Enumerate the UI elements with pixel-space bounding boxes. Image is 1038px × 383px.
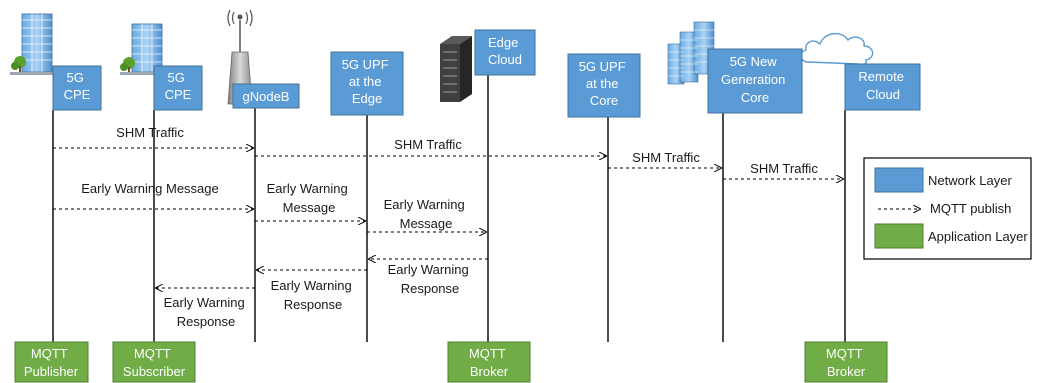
lifelines xyxy=(52,75,846,342)
message-label: Early Warning Message xyxy=(384,197,469,231)
application-nodes: MQTT Publisher MQTT Subscriber MQTT Brok… xyxy=(14,341,888,383)
network-node-box xyxy=(474,29,536,76)
application-node-label: MQTT Publisher xyxy=(24,346,79,379)
legend: Network Layer MQTT publish Application L… xyxy=(863,157,1032,260)
network-node-box xyxy=(153,65,203,111)
message-label: SHM Traffic xyxy=(394,137,462,152)
application-node-box xyxy=(112,341,196,383)
building-icon xyxy=(10,13,54,75)
application-node-box xyxy=(447,341,531,383)
message-label: SHM Traffic xyxy=(750,161,818,176)
network-node-label: 5G CPE xyxy=(165,70,192,102)
message-label: Early Warning Message xyxy=(81,181,219,196)
legend-mqtt-label: MQTT publish xyxy=(930,201,1011,216)
application-node-label: MQTT Broker xyxy=(469,346,509,379)
message-label: Early Warning Response xyxy=(388,262,473,296)
building-icon xyxy=(120,23,164,75)
application-node-box xyxy=(804,341,888,383)
network-node-box xyxy=(52,65,102,111)
application-node-label: MQTT Broker xyxy=(826,346,866,379)
message-label: SHM Traffic xyxy=(116,125,184,140)
network-node-box xyxy=(567,53,641,118)
network-node-label: 5G UPF at the Core xyxy=(579,59,630,108)
legend-application-label: Application Layer xyxy=(928,229,1028,244)
message-label: Early Warning Response xyxy=(164,295,249,329)
application-node-label: MQTT Subscriber xyxy=(123,346,186,379)
network-node-label: Remote Cloud xyxy=(858,69,907,102)
network-node-label: 5G New Generation Core xyxy=(721,54,789,105)
cloud-icon xyxy=(800,33,874,66)
message-label: SHM Traffic xyxy=(632,150,700,165)
network-node-label: 5G CPE xyxy=(64,70,91,102)
network-node-box xyxy=(844,63,921,111)
network-node-box xyxy=(707,48,803,114)
network-node-box xyxy=(330,51,404,116)
network-node-label: gNodeB xyxy=(243,89,290,104)
application-node-box xyxy=(14,341,89,383)
legend-application-swatch xyxy=(874,223,924,249)
legend-network-swatch xyxy=(874,167,924,193)
network-node-box xyxy=(232,83,300,109)
network-nodes: 5G CPE 5G CPE gNodeB 5G UPF at the Edge … xyxy=(52,29,921,118)
message-label: Early Warning Response xyxy=(271,278,356,312)
messages: SHM Traffic SHM Traffic SHM Traffic SHM … xyxy=(53,125,843,329)
server-rack-icon xyxy=(440,36,472,102)
legend-network-label: Network Layer xyxy=(928,173,1012,188)
message-label: Early Warning Message xyxy=(267,181,352,215)
datacenter-buildings-icon xyxy=(667,21,715,85)
network-node-label: 5G UPF at the Edge xyxy=(342,57,393,106)
network-node-label: Edge Cloud xyxy=(488,35,522,67)
